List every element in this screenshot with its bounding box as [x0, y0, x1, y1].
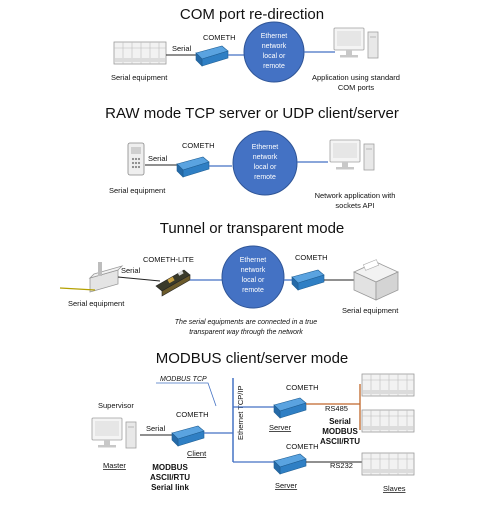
- serial-label: Serial: [146, 424, 166, 433]
- section-title: MODBUS client/server mode: [156, 350, 349, 367]
- section-raw-mode: RAW mode TCP server or UDP client/server…: [105, 105, 399, 210]
- network-label-2: network: [262, 43, 287, 50]
- ethernet-network-cloud: [221, 245, 285, 309]
- slaves-label: Slaves: [383, 484, 406, 493]
- pc-icon: [329, 139, 375, 171]
- serial-equipment-plc: [113, 41, 167, 65]
- network-label-4: remote: [254, 174, 276, 181]
- serial-modbus-label-3: ASCII/RTU: [320, 437, 360, 446]
- network-label-2: network: [253, 154, 278, 161]
- cometh-device: [291, 269, 325, 291]
- rs485-label: RS485: [325, 404, 348, 413]
- slave-plc-3: [361, 452, 415, 476]
- modbus-link-label-2: ASCII/RTU: [150, 473, 190, 482]
- transparent-note-1: The serial equipments are connected in a…: [175, 319, 318, 326]
- rs485-bus: [306, 384, 361, 430]
- ethernet-network-cloud: [243, 21, 305, 83]
- network-label-3: local or: [242, 277, 265, 284]
- slave-plc-1: [361, 373, 415, 397]
- cometh-server2-label: COMETH: [286, 442, 319, 451]
- network-label-2: network: [241, 267, 266, 274]
- modbus-link-label-3: Serial link: [151, 483, 189, 492]
- cometh-client-label: COMETH: [176, 410, 209, 419]
- network-label-4: remote: [263, 63, 285, 70]
- serial-label: Serial: [121, 266, 141, 275]
- modbus-link-label-1: MODBUS: [152, 463, 188, 472]
- serial-equipment-label-left: Serial equipment: [68, 299, 125, 308]
- network-application-label-2: sockets API: [335, 201, 374, 210]
- cometh-server1-device: [273, 397, 307, 419]
- serial-equipment-label: Serial equipment: [109, 186, 166, 195]
- serial-modbus-label-2: MODBUS: [322, 427, 358, 436]
- cometh-device: [195, 45, 229, 67]
- device-label: COMETH: [295, 253, 328, 262]
- cometh-server1-label: COMETH: [286, 383, 319, 392]
- network-label-3: local or: [254, 164, 277, 171]
- supervisor-label: Supervisor: [98, 401, 134, 410]
- serial-equipment-label: Serial equipment: [111, 73, 168, 82]
- modbus-tcp-pointer: [156, 382, 217, 407]
- serial-label: Serial: [172, 44, 192, 53]
- ethernet-network-cloud: [232, 130, 298, 196]
- supervisor-pc-icon: [91, 417, 137, 449]
- section-tunnel-mode: Tunnel or transparent mode Serial COMETH…: [59, 220, 399, 336]
- server2-label: Server: [275, 481, 298, 490]
- pc-icon: [333, 27, 379, 59]
- network-label-4: remote: [242, 287, 264, 294]
- section-com-port: COM port re-direction Serial COMETH Ethe…: [111, 6, 400, 92]
- network-label-1: Ethernet: [240, 257, 267, 264]
- server1-label: Server: [269, 423, 292, 432]
- section-title: Tunnel or transparent mode: [160, 220, 345, 237]
- serial-modbus-label-1: Serial: [329, 417, 351, 426]
- slave-plc-2: [361, 409, 415, 433]
- transparent-note-2: transparent way through the network: [189, 329, 303, 336]
- cometh-client-device: [171, 425, 205, 447]
- device-label: COMETH: [203, 33, 236, 42]
- network-label-1: Ethernet: [252, 144, 279, 151]
- rs232-label: RS232: [330, 461, 353, 470]
- application-label-2: COM ports: [338, 83, 375, 92]
- serial-equipment-meter: [59, 262, 124, 293]
- network-label-3: local or: [263, 53, 286, 60]
- client-label: Client: [187, 449, 207, 458]
- master-label: Master: [103, 461, 126, 470]
- cometh-lite-device: [155, 269, 191, 297]
- serial-cable: [117, 276, 161, 282]
- cometh-server2-device: [273, 453, 307, 475]
- serial-equipment-label-right: Serial equipment: [342, 306, 399, 315]
- section-modbus: MODBUS client/server mode Ethernet TCP/I…: [91, 350, 415, 493]
- cometh-lite-label: COMETH-LITE: [143, 255, 194, 264]
- section-title: COM port re-direction: [180, 6, 324, 23]
- device-label: COMETH: [182, 141, 215, 150]
- application-label-1: Application using standard: [312, 73, 400, 82]
- section-title: RAW mode TCP server or UDP client/server: [105, 105, 399, 122]
- receipt-printer-icon: [353, 259, 399, 301]
- network-label-1: Ethernet: [261, 33, 288, 40]
- modbus-tcp-label: MODBUS TCP: [160, 376, 207, 383]
- ethernet-bus-label: Ethernet TCP/IP: [236, 386, 245, 440]
- cometh-device: [176, 156, 210, 178]
- serial-label: Serial: [148, 154, 168, 163]
- network-application-label-1: Network application with: [315, 191, 396, 200]
- terminal-icon: [127, 142, 145, 176]
